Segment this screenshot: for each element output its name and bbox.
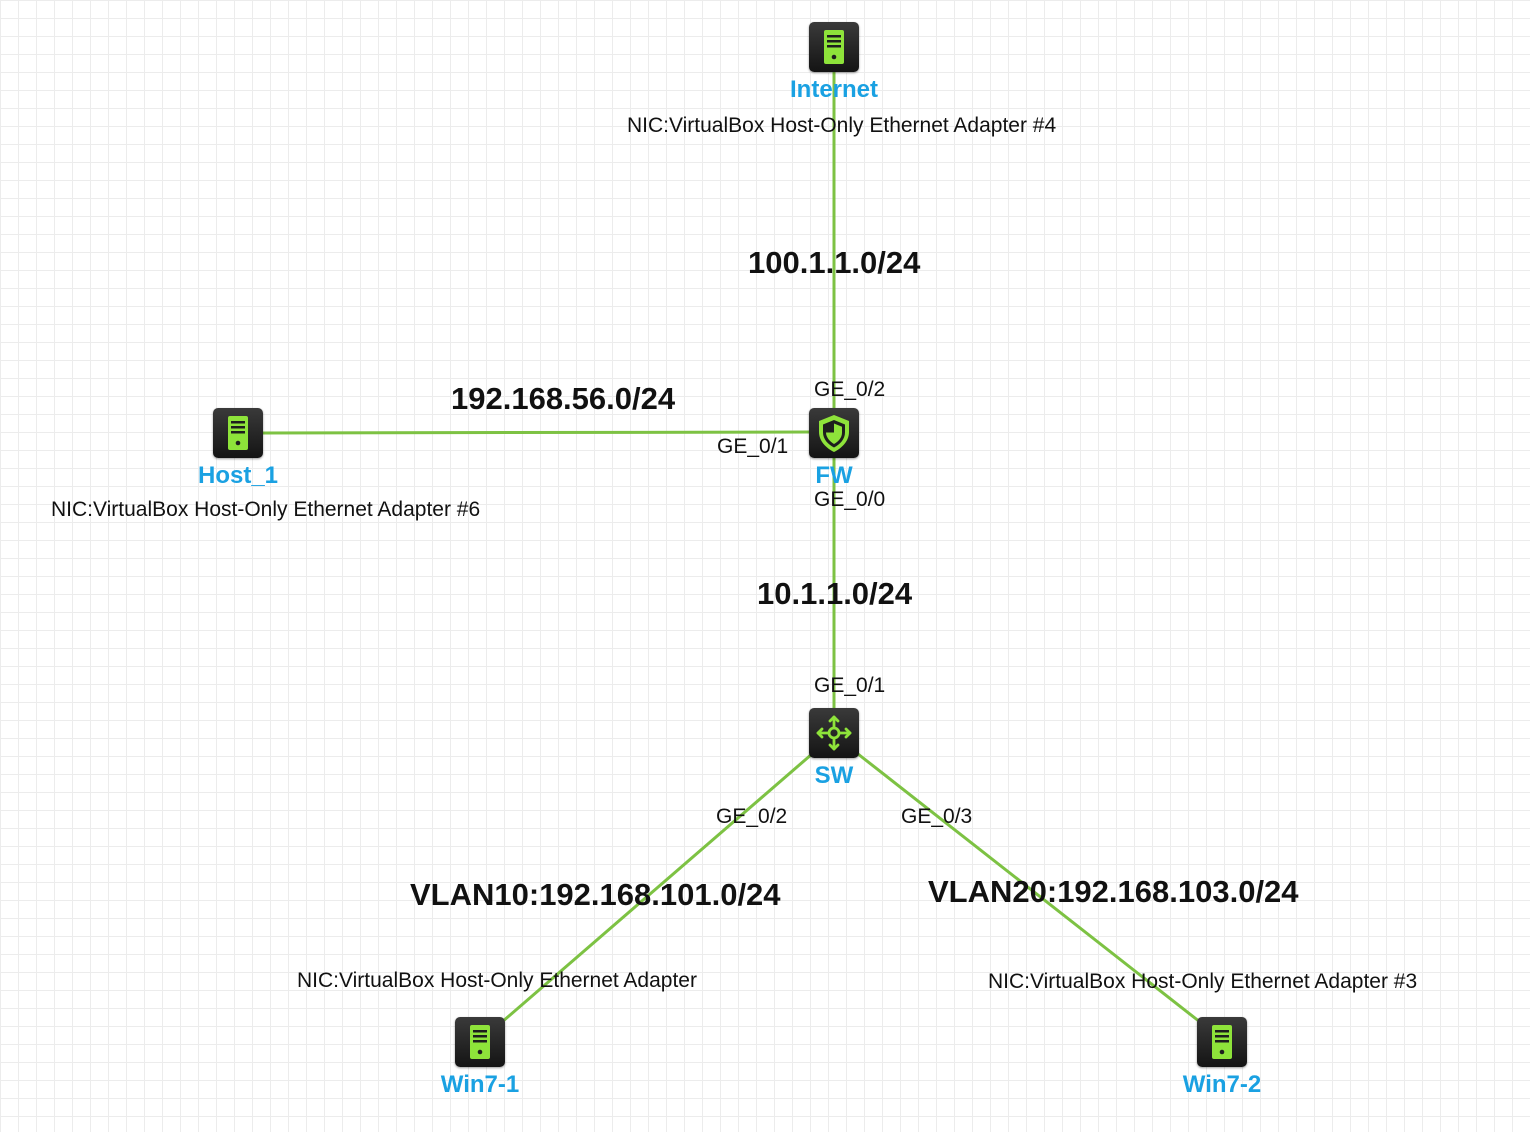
network-label-host: 192.168.56.0/24: [451, 381, 676, 416]
server-icon: [470, 1025, 490, 1059]
internet-device[interactable]: [809, 22, 859, 72]
internet-nic-label: NIC:VirtualBox Host-Only Ethernet Adapte…: [627, 114, 1057, 137]
internet-name[interactable]: Internet: [789, 76, 879, 103]
network-label-core: 10.1.1.0/24: [757, 576, 913, 611]
host1-name[interactable]: Host_1: [197, 462, 279, 489]
port-label-sw-ge03: GE_0/3: [901, 805, 973, 828]
server-icon: [1212, 1025, 1232, 1059]
port-label-fw-ge02: GE_0/2: [814, 378, 886, 401]
fw-name[interactable]: FW: [815, 462, 853, 489]
port-label-sw-ge01: GE_0/1: [814, 674, 886, 697]
fw-device[interactable]: [809, 408, 859, 458]
win72-device[interactable]: [1197, 1017, 1247, 1067]
link-sw-win72[interactable]: [857, 752, 1201, 1024]
server-icon: [824, 30, 844, 64]
host1-nic-label: NIC:VirtualBox Host-Only Ethernet Adapte…: [51, 498, 481, 521]
network-label-vlan10: VLAN10:192.168.101.0/24: [410, 877, 781, 912]
win71-device[interactable]: [455, 1017, 505, 1067]
win71-name[interactable]: Win7-1: [440, 1071, 520, 1098]
port-label-sw-ge02: GE_0/2: [716, 805, 788, 828]
firewall-shield-icon: [819, 415, 849, 452]
port-label-fw-ge01: GE_0/1: [717, 435, 789, 458]
link-sw-win71[interactable]: [501, 752, 813, 1024]
win72-name[interactable]: Win7-2: [1182, 1071, 1262, 1098]
win72-nic-label: NIC:VirtualBox Host-Only Ethernet Adapte…: [988, 970, 1418, 993]
sw-name[interactable]: SW: [814, 762, 854, 789]
network-label-vlan20: VLAN20:192.168.103.0/24: [928, 874, 1299, 909]
network-label-wan: 100.1.1.0/24: [748, 245, 921, 280]
port-label-fw-ge00: GE_0/0: [814, 488, 886, 511]
server-icon: [228, 416, 248, 450]
sw-device[interactable]: [809, 708, 859, 758]
switch-arrows-icon: [816, 715, 852, 751]
host1-device[interactable]: [213, 408, 263, 458]
win71-nic-label: NIC:VirtualBox Host-Only Ethernet Adapte…: [297, 969, 697, 992]
link-host1-fw[interactable]: [261, 430, 811, 435]
